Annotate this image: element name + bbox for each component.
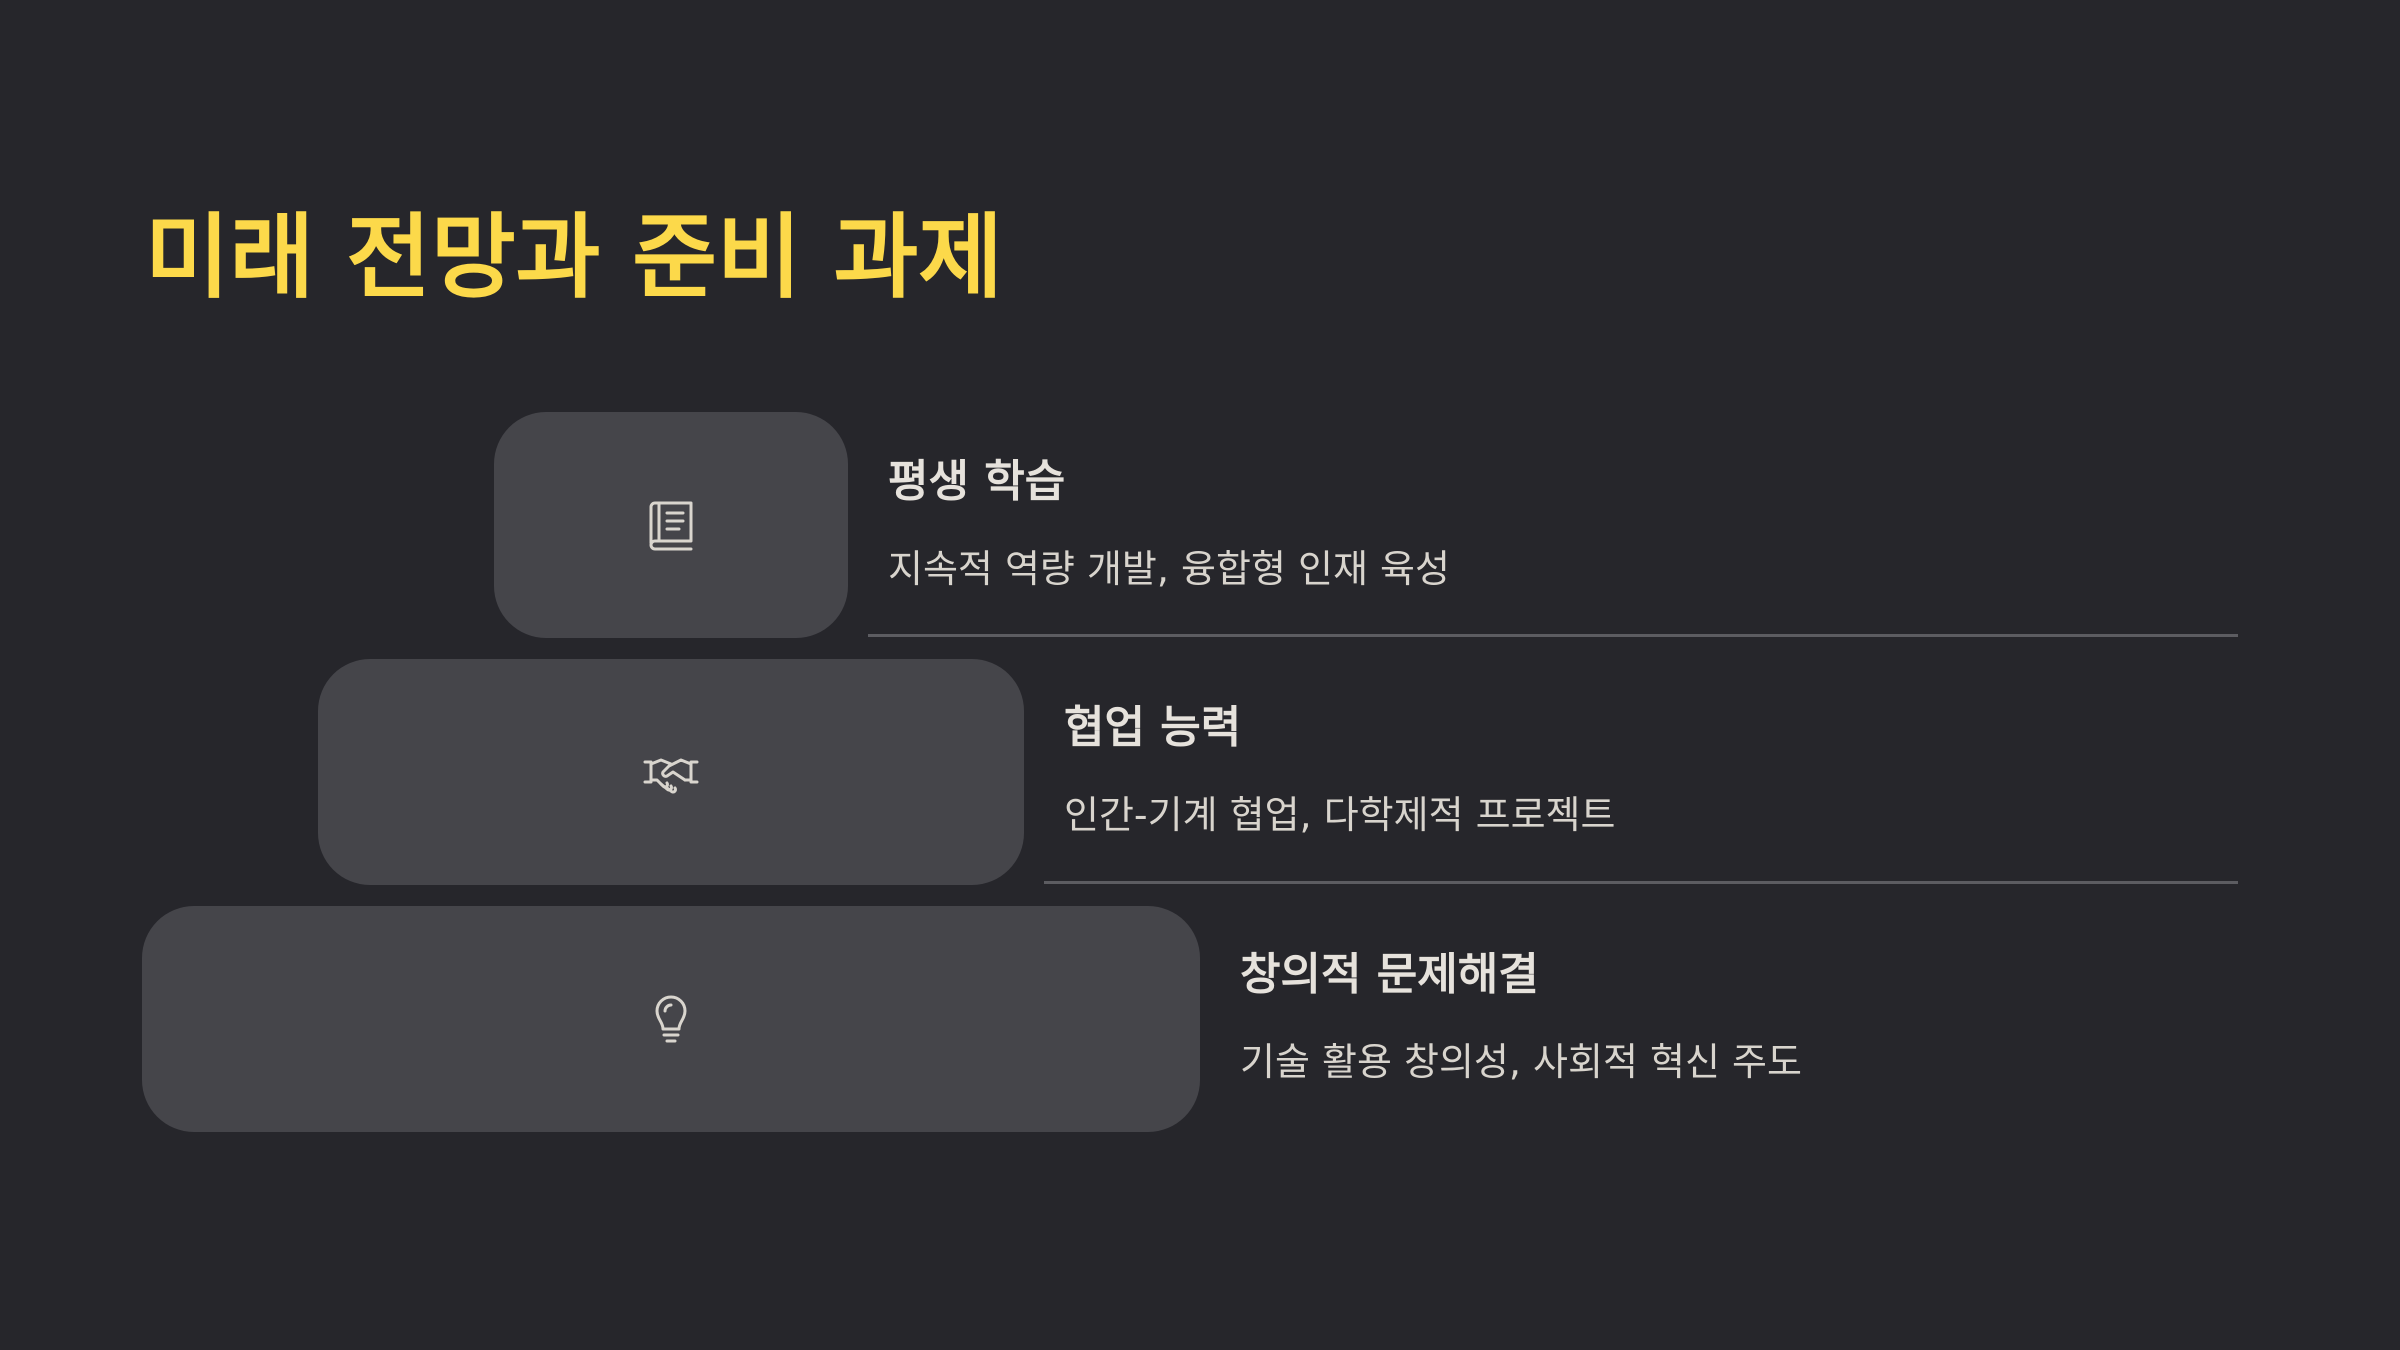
- divider: [868, 634, 2238, 637]
- step-title-creative-problem-solving: 창의적 문제해결: [1240, 949, 1539, 1000]
- step-title-lifelong-learning: 평생 학습: [888, 456, 1066, 507]
- book-icon: [641, 495, 701, 555]
- slide-title: 미래 전망과 준비 과제: [145, 204, 1003, 311]
- divider: [1044, 881, 2238, 884]
- step-box-creative-problem-solving: [142, 906, 1200, 1132]
- step-desc-collaboration: 인간-기계 협업, 다학제적 프로젝트: [1064, 793, 1616, 837]
- handshake-icon: [641, 742, 701, 802]
- step-desc-creative-problem-solving: 기술 활용 창의성, 사회적 혁신 주도: [1240, 1040, 1802, 1084]
- step-desc-lifelong-learning: 지속적 역량 개발, 융합형 인재 육성: [888, 547, 1450, 591]
- step-title-collaboration: 협업 능력: [1064, 702, 1242, 753]
- step-box-collaboration: [318, 659, 1024, 885]
- step-box-lifelong-learning: [494, 412, 848, 638]
- lightbulb-icon: [641, 989, 701, 1049]
